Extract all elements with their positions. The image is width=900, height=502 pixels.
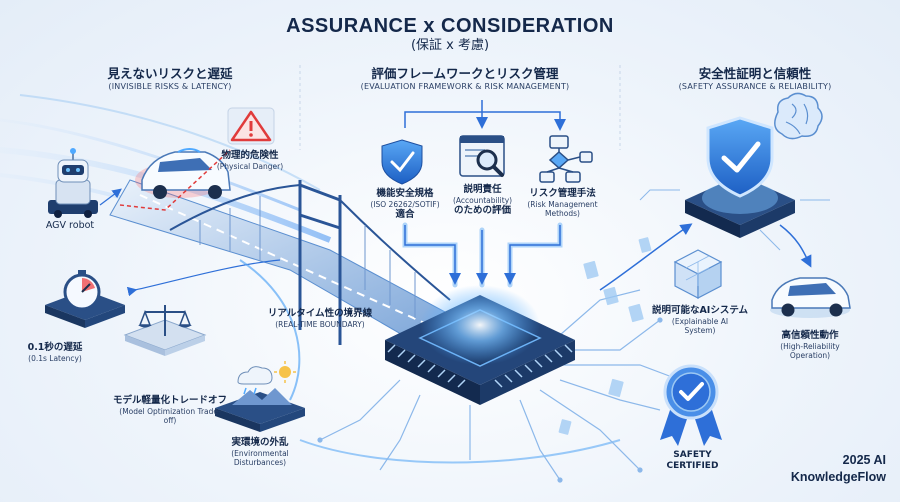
model-optimization-label: モデル軽量化トレードオフ (Model Optimization Trade-o…: [112, 395, 227, 426]
suspension-bridge: [169, 180, 451, 345]
section-left-jp: 見えないリスクと遅延: [107, 66, 233, 81]
high-reliability-label: 高信頼性動作 (High-Reliability Operation): [780, 330, 840, 361]
brain-icon: [774, 92, 823, 140]
circuit-lines-right: [639, 189, 830, 251]
section-center-heading: 評価フレームワークとリスク管理 (EVALUATION FRAMEWORK & …: [330, 66, 600, 92]
section-left-en: (INVISIBLE RISKS & LATENCY): [108, 81, 232, 91]
page-subtitle: (保証 x 考慮): [410, 38, 490, 53]
section-center-jp: 評価フレームワークとリスク管理: [371, 66, 559, 81]
risk-methods-label: リスク管理手法 (Risk Management Methods): [527, 188, 598, 219]
footer-line2: KnowledgeFlow: [790, 470, 886, 485]
accountability-label: 説明責任 (Accountability) のための評価: [452, 184, 513, 217]
agv-robot-icon: [48, 148, 98, 218]
section-center-en: (EVALUATION FRAMEWORK & RISK MANAGEMENT): [360, 81, 570, 91]
flow-path-left: [239, 259, 301, 401]
data-panels: [558, 237, 652, 435]
agv-robot-label: AGV robot: [45, 220, 95, 231]
footer-credit: 2025 AI KnowledgeFlow: [791, 452, 886, 486]
environment-label: 実環境の外乱 (Environmental Disturbances): [231, 437, 289, 468]
safety-certified-label: SAFETY CERTIFIED: [666, 450, 719, 472]
arrow-to-shield: [599, 223, 693, 291]
section-right-jp: 安全性証明と信頼性: [698, 66, 812, 81]
latency-label: 0.1秒の遅延 (0.1s Latency): [27, 342, 83, 363]
stopwatch-icon: [45, 270, 125, 328]
car-right: [770, 277, 851, 318]
arrow-to-car: [779, 224, 812, 268]
scale-icon: [123, 305, 207, 356]
page-title: ASSURANCE x CONSIDERATION: [286, 15, 614, 37]
badge-icon: [660, 364, 722, 446]
cube-icon: [673, 249, 723, 299]
footer-line1: 2025 AI: [842, 453, 886, 468]
framework-arrows: [404, 100, 566, 131]
shield-check-icon: [381, 139, 423, 185]
danger-zone: [119, 149, 231, 211]
section-right-heading: 安全性証明と信頼性 (SAFETY ASSURANCE & RELIABILIT…: [640, 66, 870, 92]
section-left-heading: 見えないリスクと遅延 (INVISIBLE RISKS & LATENCY): [60, 66, 280, 92]
flow-path-bottom: [299, 439, 621, 464]
xai-system-label: 説明可能なAIシステム (Explainable AI System): [651, 305, 749, 336]
physical-danger-label: 物理的危険性 (Physical Danger): [216, 150, 284, 171]
flowchart-icon: [539, 135, 593, 183]
arrow-agv: [99, 188, 122, 206]
circuit-traces: [317, 289, 683, 483]
shield-chip-icon: [685, 116, 795, 238]
weather-icon: [215, 361, 305, 432]
arrow-latency: [126, 259, 281, 297]
magnifier-icon: [459, 135, 505, 177]
functional-safety-label: 機能安全規格 (ISO 26262/SOTIF) 適合: [370, 188, 440, 221]
realtime-boundary-label: リアルタイム性の境界線 (REAL-TIME BOUNDARY): [267, 308, 373, 329]
car-left: [135, 148, 231, 199]
warning-icon: [227, 107, 275, 145]
central-chip: [385, 285, 575, 405]
section-right-en: (SAFETY ASSURANCE & RELIABILITY): [678, 81, 832, 91]
